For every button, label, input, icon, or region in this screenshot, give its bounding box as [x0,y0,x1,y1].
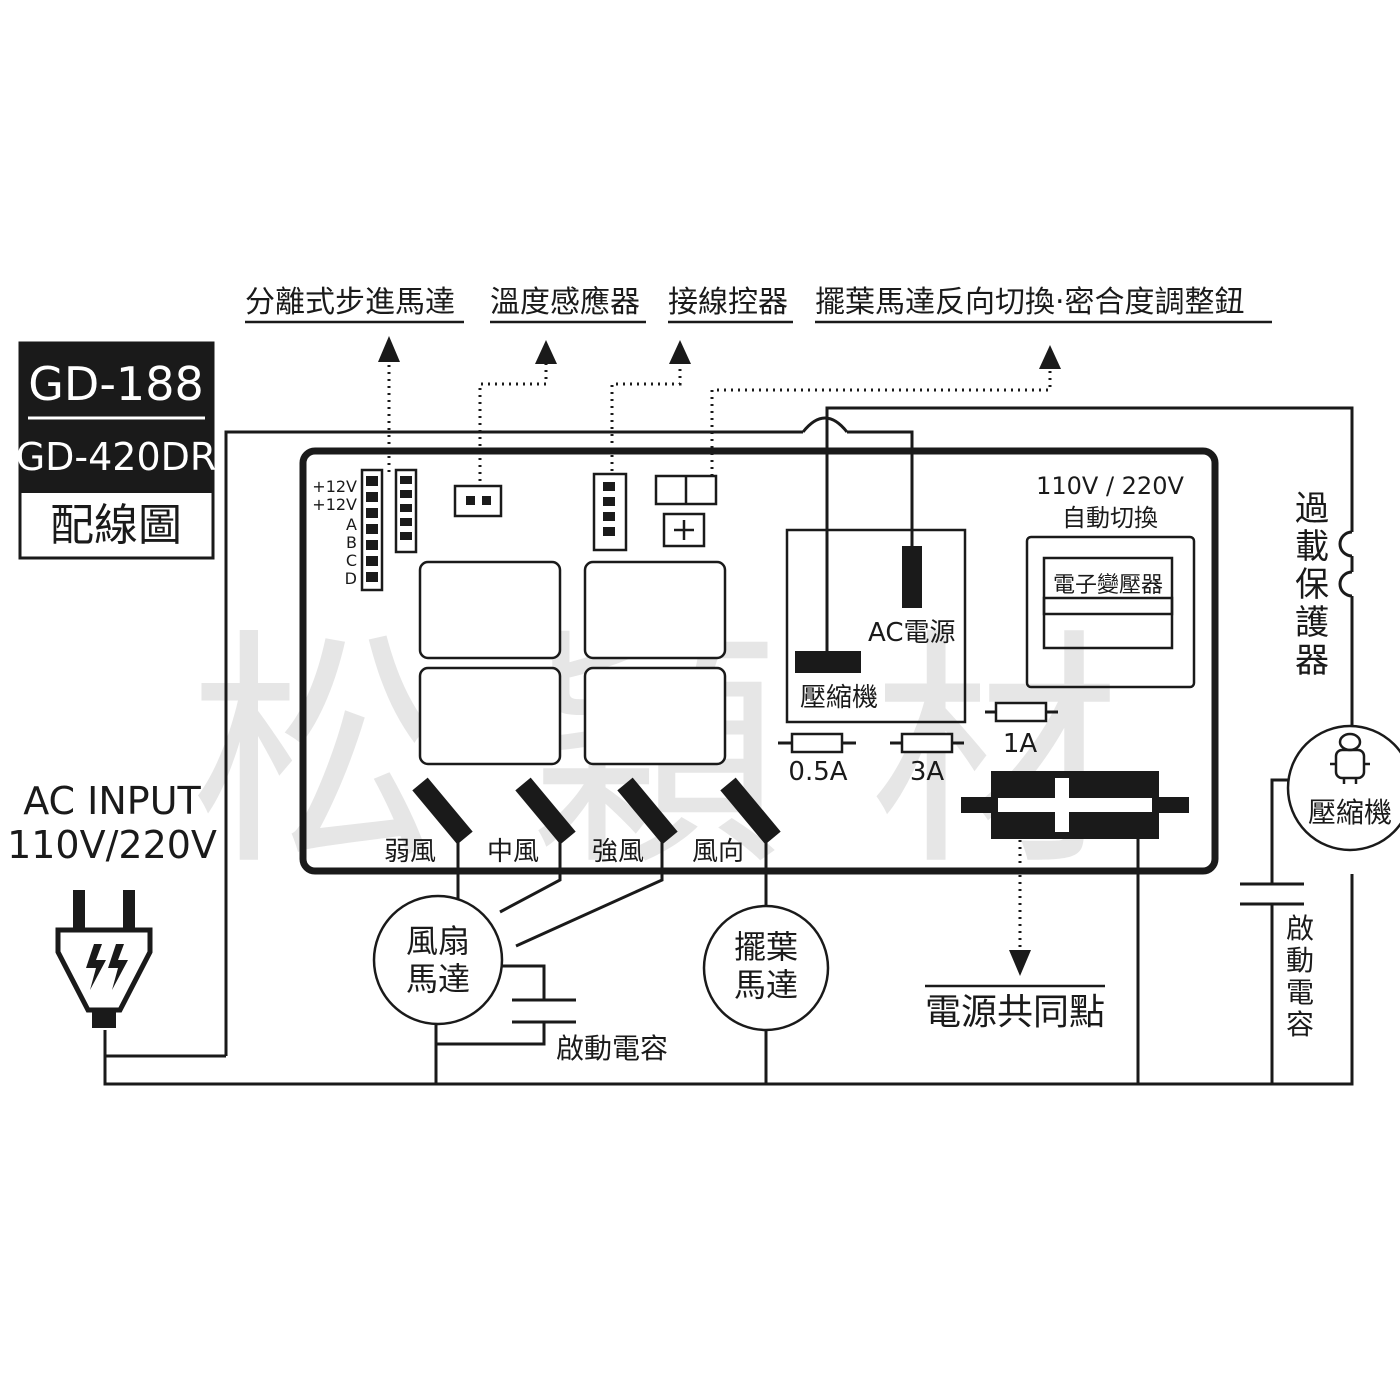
relay-label-swing: 風向 [692,837,744,867]
common-point-label: 電源共同點 [925,992,1105,1033]
pin-label-b: B [346,533,357,552]
ac-input-voltage: 110V/220V [7,823,217,867]
compressor-motor: 壓縮機 [1286,724,1400,852]
relay-label-mid: 中風 [487,837,539,867]
label-temp-sensor: 溫度感應器 [490,285,640,320]
comp-cap-char-4: 容 [1286,1008,1314,1041]
swing-motor: 擺葉 馬達 [702,904,830,1032]
label-swing-reverse: 擺葉馬達反向切換‧密合度調整鈕 [815,285,1245,320]
diagram-caption: 配線圖 [50,500,182,551]
overload-char-2: 載 [1295,527,1329,567]
pin-label-c: C [346,551,357,570]
ac-input-label: AC INPUT [23,779,201,823]
wired-controller-connector [592,472,628,552]
fuse-label-05a: 0.5A [788,757,847,787]
wires [103,406,1354,1086]
arrow-common-point [1009,950,1031,976]
label-wired-controller: 接線控器 [668,285,788,320]
arrow-swing-reverse [1039,345,1061,369]
title-box: GD-188 GD-420DR 配線圖 [16,341,217,560]
overload-char-4: 護 [1295,603,1329,643]
comp-cap-char-1: 啟 [1286,912,1314,945]
label-stepper-motor: 分離式步進馬達 [245,285,455,320]
overload-char-5: 器 [1295,641,1329,681]
pin-label-12v-1: +12V [312,477,357,496]
overload-char-1: 過 [1295,489,1329,529]
relay-terminals: 弱風 中風 強風 風向 [384,777,781,867]
ac-input: AC INPUT 110V/220V [7,779,217,867]
compressor-relay-label: 壓縮機 [800,683,878,713]
swing-reverse-switch [654,474,718,548]
model-number-2: GD-420DR [16,435,217,479]
fan-motor-label-2: 馬達 [406,960,470,998]
ac-power-label: AC電源 [868,618,955,648]
leader-lines [378,336,1061,976]
swing-motor-label-2: 馬達 [734,966,798,1004]
compressor-terminal [795,651,861,673]
stepper-connector: +12V +12V A B C D [312,468,418,592]
top-labels: 分離式步進馬達 溫度感應器 接線控器 擺葉馬達反向切換‧密合度調整鈕 [245,285,1272,324]
fuse-label-1a: 1A [1003,729,1038,759]
compressor-motor-label: 壓縮機 [1308,796,1392,829]
compressor-icon [1330,732,1370,784]
electronic-transformer-label: 電子變壓器 [1053,573,1163,598]
fan-start-capacitor-label: 啟動電容 [556,1032,668,1065]
adjust-knob [662,512,706,548]
auto-switch-voltage: 110V / 220V [1036,472,1184,500]
fan-motor-label-1: 風扇 [406,922,470,960]
relay-label-high: 強風 [592,837,644,867]
fuse-label-3a: 3A [910,757,945,787]
fan-motor: 風扇 馬達 [372,894,504,1026]
control-board [299,447,1219,875]
auto-switch-label: 自動切換 [1062,504,1158,532]
pin-label-a: A [346,515,357,534]
comp-cap-char-2: 動 [1286,944,1314,977]
arrow-temp-sensor [535,340,557,364]
overload-char-3: 保 [1295,565,1329,605]
fuses: 0.5A 3A 1A [778,701,1058,787]
pin-label-d: D [345,569,357,588]
compressor-start-capacitor: 啟 動 電 容 [1286,912,1314,1041]
model-number-1: GD-188 [28,357,203,411]
overload-protector: 過 載 保 護 器 [1295,489,1329,681]
compressor-relay-block: AC電源 壓縮機 [785,528,967,724]
relay-label-low: 弱風 [384,837,436,867]
common-terminal-block [961,771,1189,839]
ac-power-terminal [902,546,922,608]
relay-windows [418,560,727,766]
transformer-block: 110V / 220V 自動切換 電子變壓器 [1025,472,1196,689]
arrow-stepper [378,336,400,362]
pin-label-12v-2: +12V [312,495,357,514]
power-plug-icon [55,890,153,1028]
temp-sensor-connector [453,484,503,518]
arrow-wired-controller [669,340,691,364]
swing-motor-label-1: 擺葉 [734,928,798,966]
comp-cap-char-3: 電 [1286,976,1314,1009]
